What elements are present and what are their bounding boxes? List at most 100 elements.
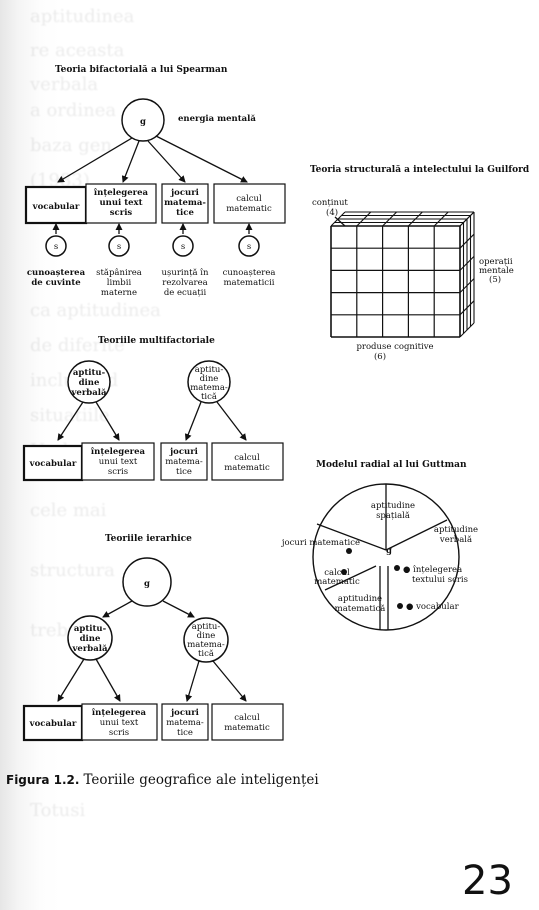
radex-dot: [394, 565, 400, 571]
s-desc: matematicii: [223, 278, 274, 288]
factor-node: [183, 617, 229, 663]
box-label: matematic: [224, 723, 270, 733]
s-desc: cunoașterea: [27, 268, 86, 278]
box-label: înțelegerea: [92, 707, 147, 718]
radex-dot: [346, 548, 352, 554]
box-label: calcul: [234, 713, 260, 723]
box-label: tice: [176, 467, 192, 477]
factor-label: aptitu-: [195, 365, 224, 375]
box-label: matematic: [226, 204, 272, 214]
factor-label: verbală: [70, 388, 107, 398]
s-desc: cunoașterea: [223, 268, 276, 278]
spearman-diagram: Teoria bifactorială a lui Spearman g ene…: [24, 65, 286, 298]
bleed-line: cele mai: [30, 500, 107, 521]
box-label: înțelegerea: [94, 187, 149, 198]
box-label: vocabular: [29, 719, 77, 729]
s-node-label: s: [181, 242, 185, 252]
box-jocuri: [161, 183, 209, 224]
radex-label: ● vocabular: [406, 602, 460, 612]
s-desc: materne: [101, 288, 137, 298]
figure-caption-text: Teoriile geografice ale inteligenței: [83, 772, 319, 788]
g-node: [121, 98, 165, 142]
radex-label: aptitudine: [371, 501, 415, 511]
box-label: vocabular: [32, 202, 80, 212]
box-label: unui text: [100, 718, 139, 728]
cube-grid-line: [356, 211, 372, 227]
s-desc: ușurință în: [162, 267, 209, 278]
cube-label-content-num: (4): [326, 207, 338, 218]
factor-label: dine: [79, 378, 100, 388]
s-desc: stăpânirea: [96, 267, 142, 278]
g-node-label: g: [140, 117, 146, 127]
guilford-diagram: Teoria structurală a intelectului la Gui…: [310, 165, 530, 362]
radex-label: calcul: [324, 568, 350, 578]
factor-node: [67, 615, 113, 661]
factor-node: [67, 360, 111, 404]
radex-label: jocuri matematice: [281, 538, 360, 548]
box-label: matema-: [164, 198, 206, 208]
radex-label: aptitudine: [434, 525, 478, 535]
s-node-label: s: [54, 242, 58, 252]
box-label: scris: [108, 467, 128, 477]
factor-label: aptitu-: [73, 368, 106, 378]
cube-label-content: conținut: [312, 198, 348, 208]
box-intelegerea: [85, 183, 157, 224]
cube-grid-line: [459, 211, 475, 227]
bleed-line: situatiile: [30, 405, 110, 426]
cube-grid-line: [433, 211, 449, 227]
radex-label: textului scris: [412, 575, 468, 585]
cube-label-operations: operații: [479, 257, 513, 267]
guilford-cube: [330, 211, 475, 338]
bleed-line: baza gen: [30, 135, 112, 156]
factor-label: matema-: [190, 383, 228, 393]
radex-label: verbală: [439, 534, 472, 545]
box-label: jocuri: [170, 188, 200, 198]
box-vocabular: [22, 444, 84, 482]
box-label: înțelegerea: [91, 446, 146, 457]
box-label: calcul: [236, 194, 262, 204]
box-intelegerea: [81, 703, 158, 741]
multifactorial-diagram: Teoriile multifactoriale aptitu- dine ve…: [22, 336, 284, 482]
box-label: scris: [109, 728, 129, 738]
bleed-line: re aceasta: [30, 40, 125, 61]
box-label: jocuri: [169, 447, 199, 457]
cube-grid-line: [459, 278, 475, 293]
box-calcul: [213, 183, 286, 224]
factor-label: aptitu-: [192, 622, 221, 632]
cube-grid-line: [459, 300, 475, 316]
bleed-line: aptitudinea: [30, 6, 135, 27]
s-desc: rezolvarea: [162, 278, 207, 288]
box-label: tice: [177, 728, 193, 738]
box-label: unui text: [99, 457, 138, 467]
guilford-title: Teoria structurală a intelectului la Gui…: [310, 165, 530, 175]
box-calcul: [211, 442, 284, 481]
hierarchical-title: Teoriile ierarhice: [105, 534, 192, 544]
s-desc: de cuvinte: [31, 278, 81, 288]
factor-label: dine: [197, 631, 216, 641]
factor-label: verbală: [71, 644, 108, 654]
factor-label: tică: [201, 391, 217, 402]
box-label: tice: [176, 208, 194, 218]
radex-label: ● înțelegerea: [403, 564, 462, 575]
bleed-line: structura: [30, 560, 115, 581]
factor-label: dine: [80, 634, 101, 644]
guttman-title: Modelul radial al lui Guttman: [316, 460, 467, 470]
box-intelegerea: [81, 442, 155, 481]
factor-label: aptitu-: [74, 624, 107, 634]
s-node-label: s: [247, 242, 251, 252]
box-label: calcul: [234, 453, 260, 463]
s-node: [45, 235, 67, 257]
box-label: matema-: [165, 457, 203, 467]
g-node: [122, 557, 172, 607]
radex-center-g: g: [386, 546, 392, 556]
box-label: matema-: [166, 718, 204, 728]
radex-label: matematic: [314, 577, 360, 587]
box-jocuri: [160, 442, 208, 481]
spearman-title: Teoria bifactorială a lui Spearman: [55, 65, 228, 75]
cube-grid-line: [459, 256, 475, 271]
radex-dot: [397, 603, 403, 609]
bleed-line: Totusi: [30, 800, 86, 821]
box-label: matematic: [224, 463, 270, 473]
box-calcul: [211, 703, 284, 741]
bleed-line: verbala: [30, 74, 99, 95]
